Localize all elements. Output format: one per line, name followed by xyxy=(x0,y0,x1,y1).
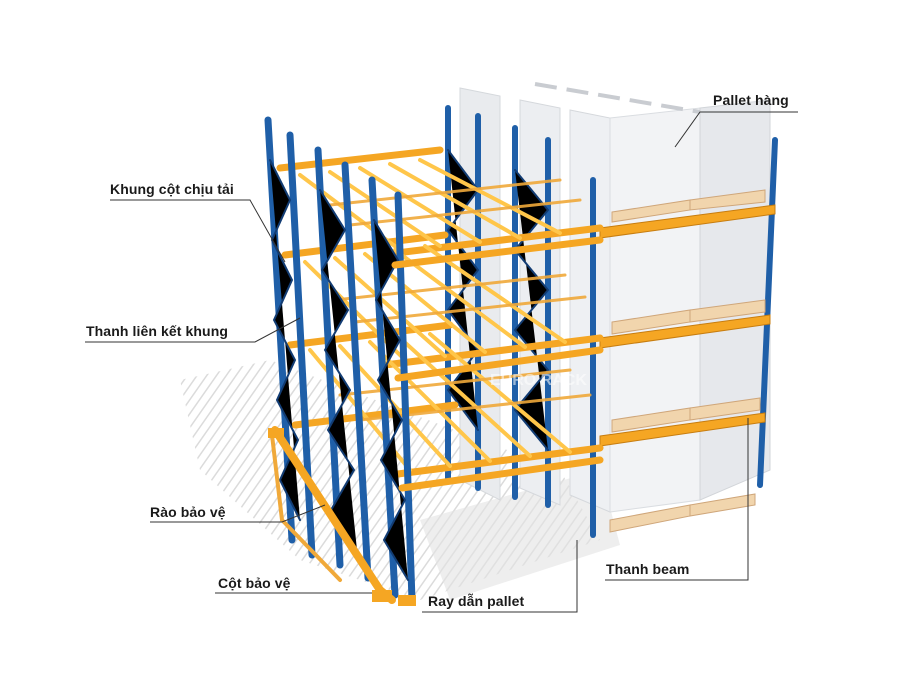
watermark-text: EURO RACK xyxy=(490,372,587,389)
side-beam-levels xyxy=(599,189,776,533)
pallet-rail-decks xyxy=(276,146,604,479)
guard-rails xyxy=(268,426,416,606)
pallet-load-boxes xyxy=(459,82,771,513)
label-pallet: Pallet hàng xyxy=(713,92,789,108)
label-guard-rail: Rào bảo vệ xyxy=(150,504,226,520)
label-beam: Thanh beam xyxy=(606,561,690,577)
front-uprights xyxy=(264,116,416,604)
label-pallet-rail: Ray dẫn pallet xyxy=(428,593,525,609)
label-column-guard: Cột bảo vệ xyxy=(218,575,291,591)
front-beams xyxy=(391,236,604,492)
leader-lines xyxy=(85,111,798,613)
label-bracing: Thanh liên kết khung xyxy=(86,323,229,339)
label-frame: Khung cột chịu tải xyxy=(110,181,234,197)
